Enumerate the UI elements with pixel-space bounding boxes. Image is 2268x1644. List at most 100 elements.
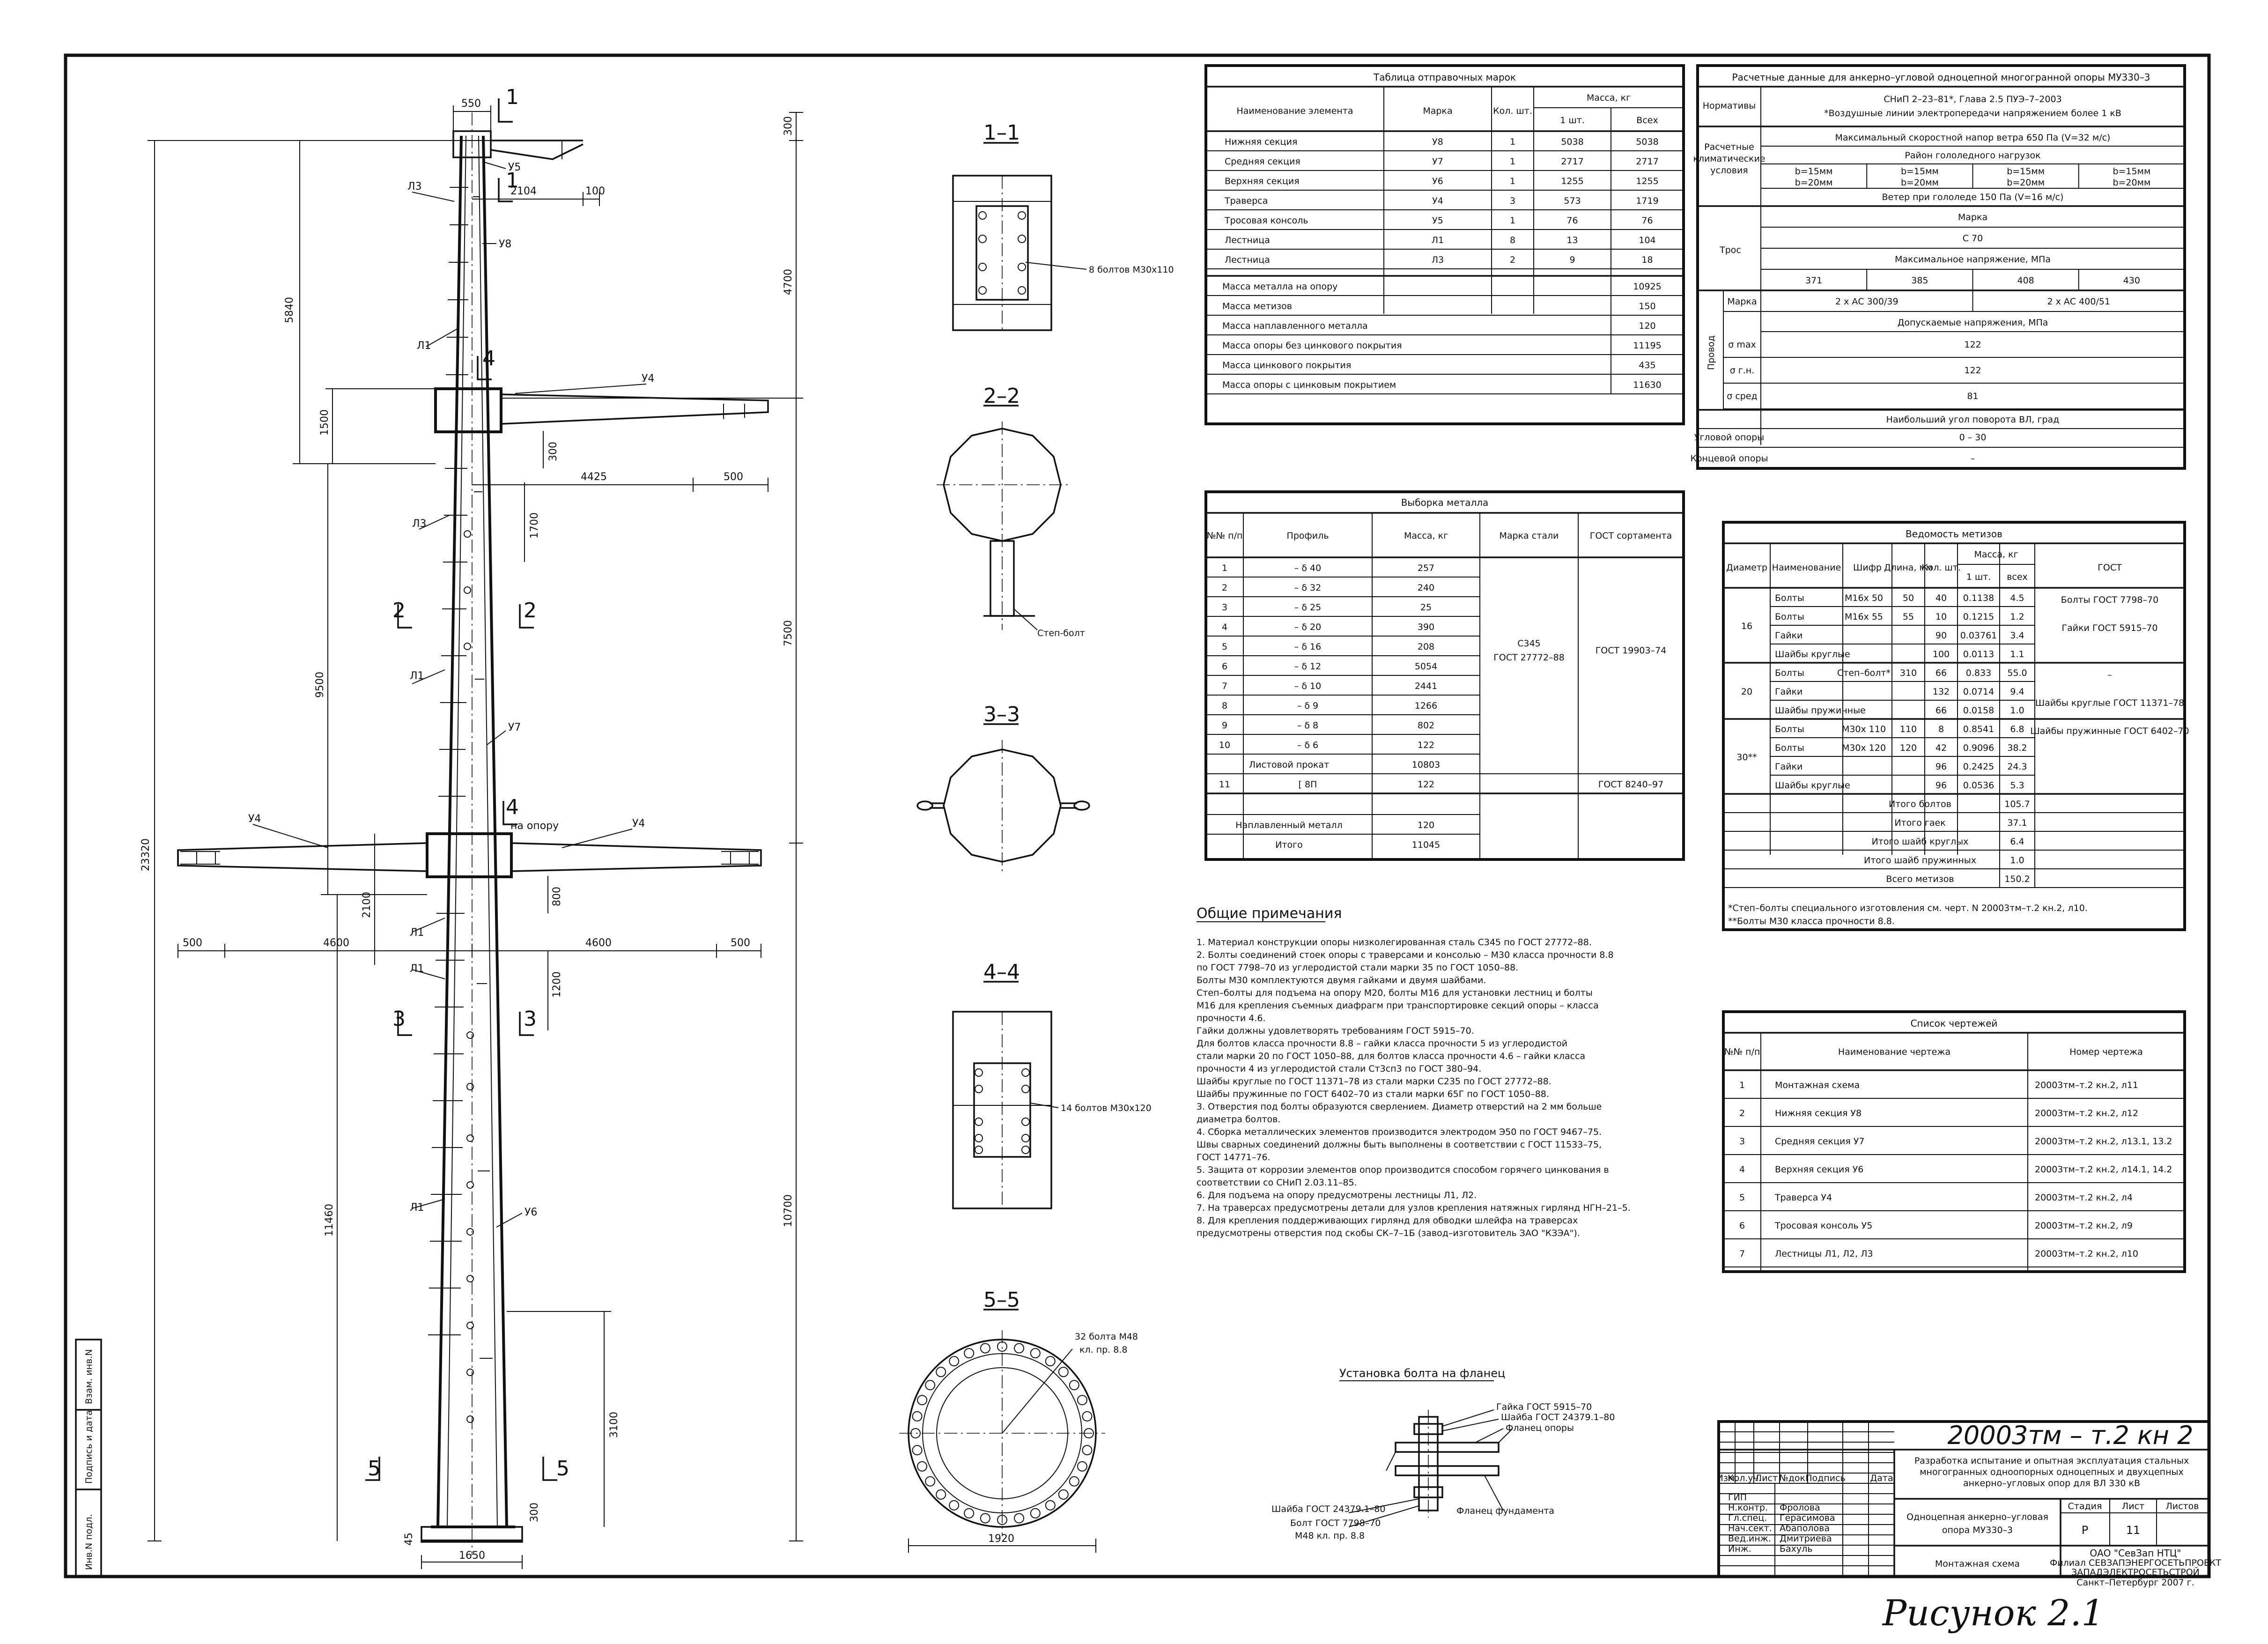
fast-row-qty: 8 (1938, 724, 1944, 734)
fast-total-label: Итого гаек (1894, 818, 1945, 828)
marks-row-mass-all: 104 (1639, 235, 1655, 245)
fast-row-len: 110 (1900, 724, 1917, 734)
fast-total-value: 37.1 (2007, 818, 2027, 828)
metal-row-no: 2 (1222, 583, 1227, 593)
metal-row-profile: – δ 32 (1294, 583, 1321, 593)
fast-row-name: Болты (1775, 743, 1804, 753)
title-col-hdr: Изм. (1717, 1473, 1738, 1483)
marks-total-label: Масса наплавленного металла (1222, 321, 1368, 331)
design-allow-key: σ г.н. (1730, 365, 1755, 376)
marks-row-qty: 8 (1510, 235, 1515, 245)
note-line: 8. Для крепления поддерживающих гирлянд … (1197, 1215, 1578, 1226)
design-title: Расчетные данные для анкерно–угловой одн… (1732, 72, 2150, 83)
marks-row-mark: У4 (1432, 196, 1443, 206)
fast-row-mass-all: 5.3 (2010, 780, 2024, 791)
label-y8-bottom: У6 (525, 1207, 537, 1218)
fast-hdr: Длина, мм (1884, 563, 1933, 573)
title-col-hdr: Лист (1755, 1473, 1778, 1483)
design-norm-value: СНиП 2–23–81*, Глава 2.5 ПУЭ–7–2003 (1884, 94, 2061, 104)
metal-row11-no: 11 (1219, 779, 1230, 790)
label-l1-c: Л1 (410, 927, 424, 939)
fast-row-code: М30х 120 (1842, 743, 1886, 753)
fast-row-name: Гайки (1775, 630, 1803, 641)
side-stamp-sign: Подпись и дата (84, 1410, 94, 1484)
design-allow-value: 122 (1964, 365, 1981, 376)
metal-row-mass: 257 (1418, 563, 1434, 573)
note-line: диаметра болтов. (1197, 1114, 1280, 1125)
title-col-hdr: №док. (1779, 1473, 1808, 1483)
title-stage-hdr: Лист (2122, 1501, 2144, 1511)
design-max-tension: Максимальное напряжение, МПа (1895, 254, 2051, 265)
marks-total-label: Масса опоры с цинковым покрытием (1222, 380, 1396, 390)
title-org-4: Санкт–Петербург 2007 г. (2076, 1577, 2194, 1588)
marks-row-mark: У8 (1432, 137, 1443, 147)
label-l3-top: Л3 (407, 181, 422, 193)
dim-4425: 4425 (581, 471, 607, 483)
marks-row-qty: 2 (1510, 255, 1515, 265)
note-line: по ГОСТ 7798–70 из углеродистой стали ма… (1197, 963, 1518, 973)
mark-5-left: 5 (368, 1457, 381, 1481)
bolt-label-flange-top: Фланец опоры (1506, 1423, 1574, 1433)
bolt-install-title: Установка болта на фланец (1339, 1367, 1505, 1380)
title-sheet-name: Монтажная схема (1935, 1559, 2020, 1569)
fast-title: Ведомость метизов (1906, 528, 2002, 540)
fast-row-mass-all: 1.0 (2010, 705, 2024, 716)
design-wire-mark-label: Марка (1727, 296, 1757, 307)
note-line: соответствии со СНиП 2.03.11–85. (1197, 1177, 1357, 1188)
design-ice-cell: b=15мм (2113, 166, 2150, 177)
metal-row-no: 9 (1222, 720, 1227, 731)
marks-total-label: Масса цинкового покрытия (1222, 360, 1351, 370)
side-stamp-replace: Взам. инв.N (84, 1349, 94, 1404)
dim-4600b: 4600 (585, 937, 612, 949)
dim-300b: 300 (547, 442, 559, 461)
design-allow-value: 81 (1967, 391, 1978, 401)
drawings-row-no: 4 (1739, 1164, 1745, 1175)
metal-steel: С345 (1517, 638, 1541, 649)
note-line: ГОСТ 14771–76. (1197, 1152, 1271, 1163)
fast-row-qty: 66 (1936, 705, 1947, 716)
fast-group-diameter: 30** (1736, 752, 1757, 763)
drawings-row-no: 1 (1739, 1080, 1745, 1090)
marks-total-value: 120 (1639, 321, 1655, 331)
fast-total-value: 6.4 (2010, 837, 2024, 847)
marks-row-name: Нижняя секция (1225, 137, 1297, 147)
title-role: ГИП (1728, 1492, 1747, 1503)
marks-hdr-mass: Масса, кг (1587, 93, 1631, 103)
marks-hdr-name: Наименование элемента (1236, 106, 1353, 116)
metal-row-profile: – δ 8 (1297, 720, 1318, 731)
dim-top-width: 550 (461, 98, 481, 110)
fast-group-gost: Шайбы пружинные ГОСТ 6402–70 (2030, 726, 2189, 736)
dim-500a: 500 (724, 471, 743, 483)
fast-row-name: Шайбы круглые (1775, 780, 1850, 791)
dim-11460: 11460 (324, 1204, 335, 1237)
drawings-row-no: 7 (1739, 1249, 1745, 1259)
section-1-1-note: 8 болтов М30х110 (1089, 265, 1174, 275)
title-org-2: Филиал СЕВЗАПЭНЕРГОСЕТЬПРОЕКТ (2050, 1558, 2221, 1568)
marks-total-label: Масса метизов (1222, 301, 1292, 311)
metal-hdr: Масса, кг (1404, 531, 1448, 541)
metal-row-profile: – δ 9 (1297, 701, 1318, 711)
marks-row-name: Средняя секция (1225, 156, 1300, 167)
title-sheet: 11 (2126, 1524, 2141, 1537)
fast-hdr: Кол. шт. (1921, 563, 1961, 573)
design-ice-cell: b=20мм (1795, 178, 1833, 188)
note-line: 3. Отверстия под болты образуются сверле… (1197, 1102, 1602, 1112)
drawings-row-name: Средняя секция У7 (1775, 1136, 1865, 1147)
fast-row-qty: 96 (1936, 780, 1947, 791)
title-org-3: ЗАПАДЭЛЕКТРОСЕТЬСТРОЙ (2071, 1567, 2200, 1577)
fast-row-mass-all: 55.0 (2007, 668, 2027, 678)
fast-hdr: Диаметр (1726, 563, 1767, 573)
drawings-row-name: Верхняя секция У6 (1775, 1164, 1863, 1175)
metal-row-profile: – δ 40 (1294, 563, 1321, 573)
fast-row-mass-all: 9.4 (2010, 687, 2024, 697)
metal-row-mass: 2441 (1415, 681, 1437, 691)
title-stage-hdr: Стадия (2068, 1501, 2102, 1511)
title-col-hdr: Подпись (1805, 1473, 1845, 1483)
dim-300a: 300 (783, 116, 794, 136)
fast-row-mass-one: 0.1215 (1963, 612, 1994, 622)
marks-row-mass-one: 9 (1569, 255, 1575, 265)
section-5-5-note2: кл. пр. 8.8 (1079, 1345, 1127, 1355)
drawings-row-name: Лестницы Л1, Л2, Л3 (1775, 1249, 1873, 1259)
dim-arm-top-end: 100 (585, 185, 605, 197)
side-stamp: Инв.N подл. Подпись и дата Взам. инв.N (75, 1339, 102, 1577)
